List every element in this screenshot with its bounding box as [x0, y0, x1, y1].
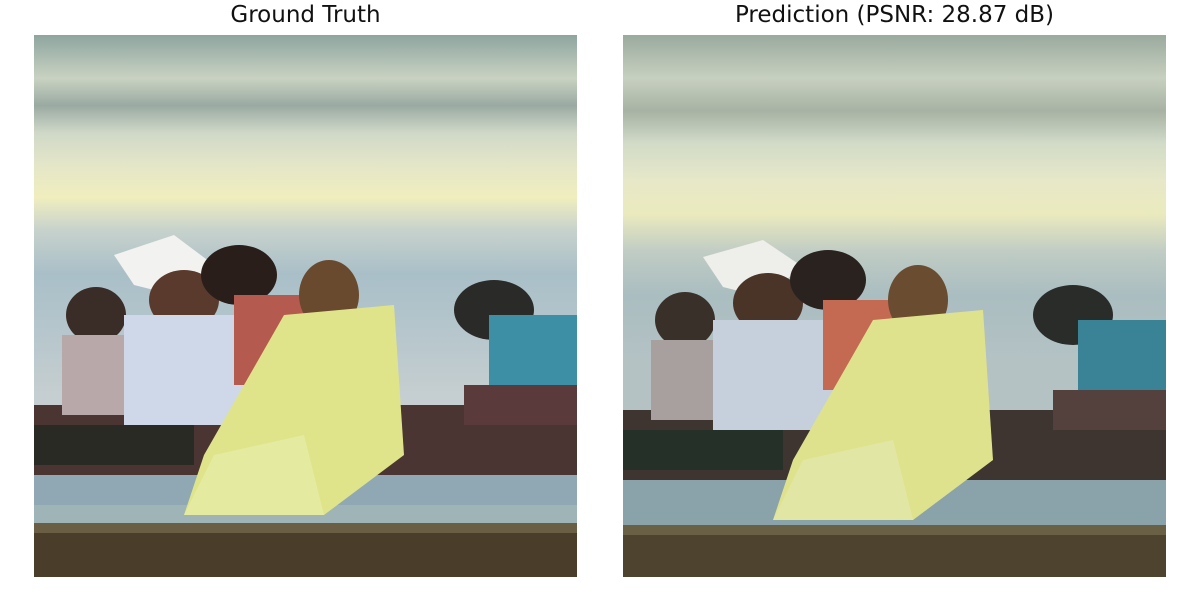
prediction-title: Prediction (PSNR: 28.87 dB): [734, 2, 1055, 28]
ground-truth-panel: Ground Truth: [34, 0, 577, 600]
prediction-image: [623, 35, 1166, 577]
prediction-panel: Prediction (PSNR: 28.87 dB): [623, 0, 1166, 600]
ground-truth-title: Ground Truth: [230, 2, 381, 28]
ground-truth-image: [34, 35, 577, 577]
